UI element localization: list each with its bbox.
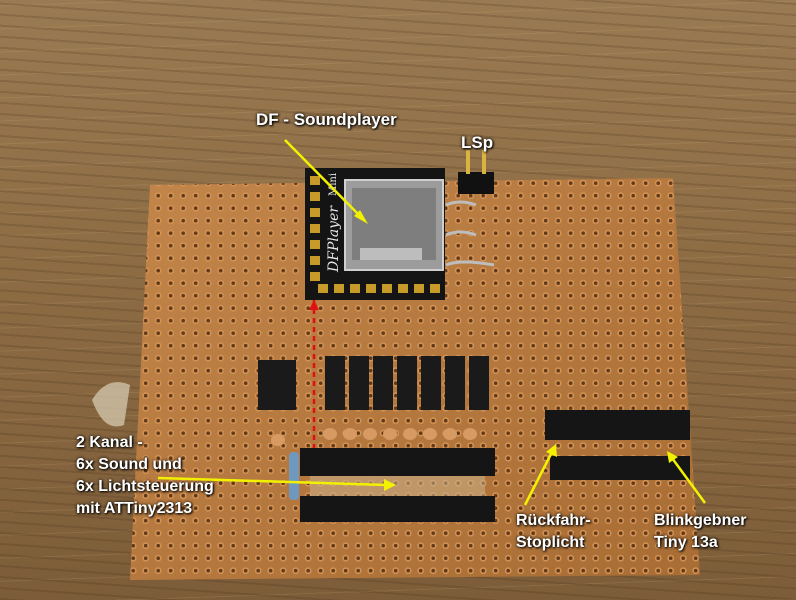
resistor-row: [271, 428, 477, 500]
label-lsp: LSp: [461, 133, 494, 152]
attiny13a-socket: [545, 410, 690, 480]
label-reverse-line-2: Stoplicht: [516, 534, 585, 551]
label-df-soundplayer: DF - Soundplayer: [256, 110, 397, 129]
red-wire-arrowhead: [309, 300, 319, 310]
label-blinker-line-1: Blinkgebner: [654, 512, 747, 529]
label-controller-line-4: mit ATTiny2313: [76, 500, 193, 517]
label-blinker-line-2: Tiny 13a: [654, 534, 718, 551]
dfplayer-mini-text: Mini: [328, 173, 339, 196]
label-controller-line-1: 2 Kanal -: [76, 434, 143, 451]
dfplayer-module: DFPlayer Mini: [305, 168, 445, 300]
transistor-row: [258, 356, 489, 410]
attiny2313-socket: [300, 448, 495, 522]
speaker-pin-header: [445, 150, 495, 267]
label-reverse-line-1: Rückfahr-: [516, 512, 591, 529]
dfplayer-brand-text: DFPlayer: [326, 205, 342, 273]
label-controller-line-3: 6x Lichtsteuerung: [76, 478, 214, 495]
annotation-pointers: [157, 139, 707, 506]
label-controller-line-2: 6x Sound und: [76, 456, 182, 473]
